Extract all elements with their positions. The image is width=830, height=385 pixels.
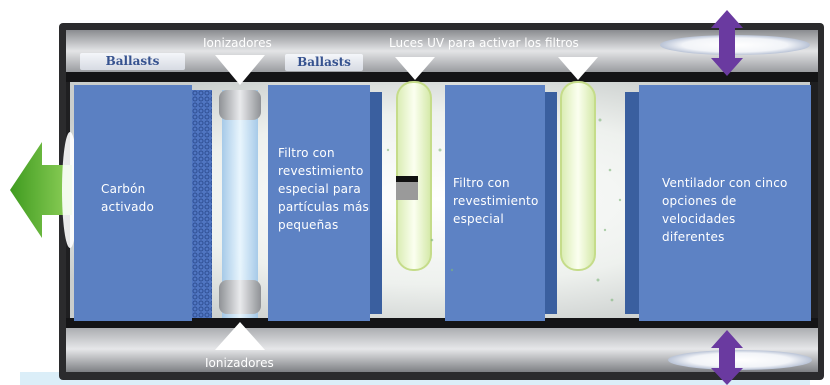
ballasts-label-2: Ballasts	[285, 54, 363, 71]
uv-tube-2	[560, 81, 596, 271]
bottom-fan-arrow-icon	[711, 330, 743, 385]
particle-filter-panel	[268, 85, 382, 321]
carbon-mesh	[190, 90, 212, 318]
bottom-fan-disc	[668, 350, 812, 370]
special-filter-label: Filtro con revestimiento especial	[453, 176, 539, 226]
special-filter-panel	[445, 85, 557, 321]
fan-label: Ventilador con cinco opciones de velocid…	[662, 176, 788, 244]
uv-nozzle-2	[558, 57, 598, 80]
top-fan-arrow-icon	[711, 10, 743, 76]
uv-nozzle-1	[395, 57, 435, 80]
carbon-filter-panel	[74, 85, 192, 321]
fan-panel	[625, 85, 811, 321]
ionizadores-bottom-label: Ionizadores	[205, 356, 274, 370]
ballasts-label-1: Ballasts	[80, 53, 185, 70]
carbon-label: Carbón activado	[101, 182, 155, 214]
particle-filter-label: Filtro con revestimiento especial para p…	[278, 146, 369, 232]
ionizadores-top-label: Ionizadores	[203, 36, 272, 50]
lower-shelf	[66, 318, 818, 328]
ionizer-top-nozzle	[215, 55, 265, 85]
upper-shelf	[66, 72, 818, 82]
uv-lights-label: Luces UV para activar los filtros	[389, 36, 579, 50]
ionizer-tube	[219, 90, 261, 318]
airflow-out-arrow-icon	[10, 142, 72, 238]
particle-icon	[396, 176, 418, 200]
dust-particles	[386, 118, 622, 302]
ionizer-bottom-nozzle	[215, 322, 265, 350]
